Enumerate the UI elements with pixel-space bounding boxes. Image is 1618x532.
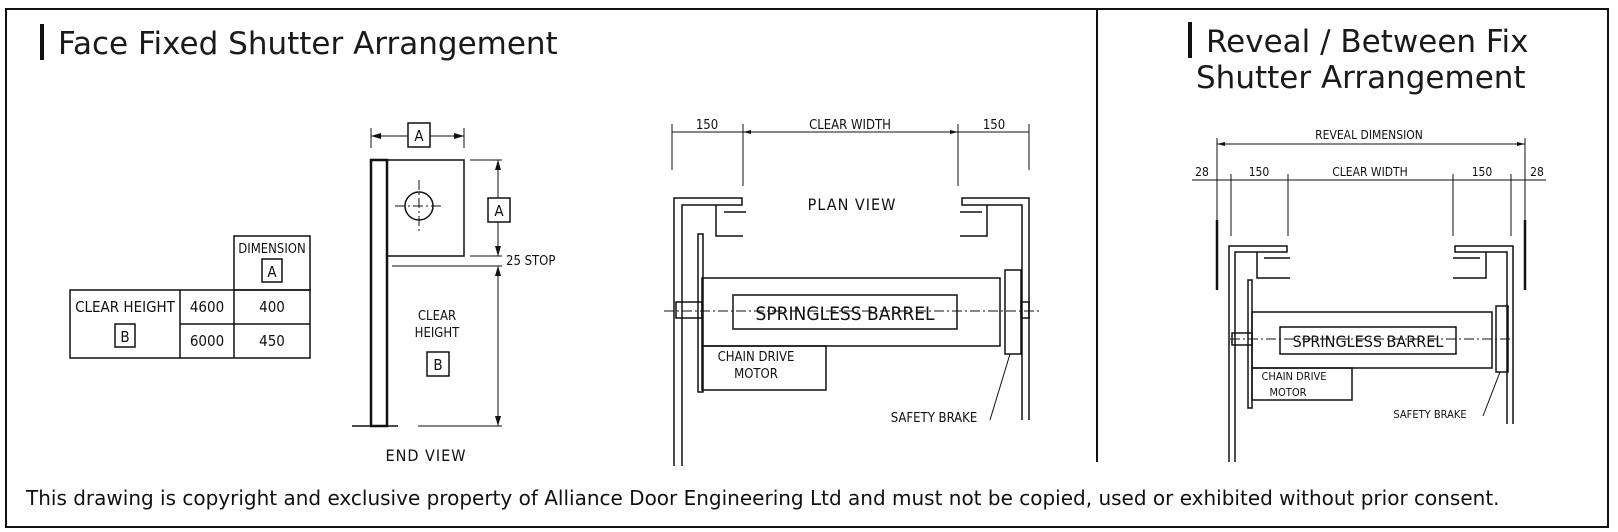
reveal-dim-label: REVEAL DIMENSION [1315, 128, 1423, 142]
table-header-tag: A [267, 263, 277, 281]
plan-motor-line2: MOTOR [734, 367, 778, 382]
reveal-dim-center: CLEAR WIDTH [1332, 165, 1408, 179]
title-marker [40, 24, 44, 60]
title-marker [1188, 22, 1192, 58]
plan-view: 150 CLEAR WIDTH 150 PLAN VIEW SPRINGLESS… [664, 118, 1040, 466]
reveal-barrel-label: SPRINGLESS BARREL [1293, 332, 1444, 351]
plan-dim-center: CLEAR WIDTH [809, 118, 891, 133]
end-view-dim-a-side: A [494, 202, 504, 220]
end-view-clear-line2: HEIGHT [415, 326, 460, 341]
reveal-motor-line1: CHAIN DRIVE [1261, 370, 1326, 383]
plan-motor-line1: CHAIN DRIVE [718, 350, 795, 365]
left-title-text: Face Fixed Shutter Arrangement [58, 26, 558, 62]
reveal-motor-line2: MOTOR [1269, 386, 1306, 399]
reveal-dim-28-left: 28 [1195, 165, 1209, 179]
right-title-line2: Shutter Arrangement [1196, 59, 1526, 96]
plan-caption: PLAN VIEW [808, 195, 897, 214]
end-view-clear-line1: CLEAR [418, 309, 456, 324]
table-cell-value-2: 450 [259, 332, 285, 350]
table-row-label: CLEAR HEIGHT [75, 298, 176, 316]
end-view-stop-label: 25 STOP [506, 254, 555, 269]
plan-dim-left: 150 [696, 118, 718, 133]
panel-divider [1096, 8, 1098, 462]
table-cell-height-1: 4600 [190, 298, 224, 316]
plan-barrel-label: SPRINGLESS BARREL [755, 303, 935, 325]
reveal-dim-150-right: 150 [1472, 165, 1493, 179]
plan-brake-label: SAFETY BRAKE [891, 411, 977, 426]
dimension-table: DIMENSION A CLEAR HEIGHT B 4600 6000 400… [69, 235, 311, 359]
end-view: A A 25 STOP CLEAR HEIGHT B END VIEW [352, 122, 555, 465]
right-title-line1: Reveal / Between Fix [1206, 24, 1529, 60]
table-cell-height-2: 6000 [190, 332, 224, 350]
reveal-brake-label: SAFETY BRAKE [1393, 408, 1466, 421]
copyright-notice: This drawing is copyright and exclusive … [26, 486, 1500, 510]
end-view-dim-a-top: A [414, 127, 424, 145]
reveal-dim-28-right: 28 [1530, 165, 1544, 179]
drawing-frame [5, 8, 1609, 528]
table-cell-value-1: 400 [259, 298, 285, 316]
table-header: DIMENSION [238, 242, 306, 257]
end-view-height-tag: B [433, 356, 442, 374]
table-row-tag: B [120, 328, 129, 346]
right-panel-title: Reveal / Between Fix Shutter Arrangement [1188, 22, 1528, 96]
plan-dim-right: 150 [983, 118, 1005, 133]
left-panel-title: Face Fixed Shutter Arrangement [40, 24, 558, 63]
end-view-caption: END VIEW [386, 446, 467, 465]
reveal-dim-150-left: 150 [1249, 165, 1270, 179]
reveal-view: REVEAL DIMENSION 28 150 CLEAR WIDTH 150 … [1192, 128, 1546, 462]
